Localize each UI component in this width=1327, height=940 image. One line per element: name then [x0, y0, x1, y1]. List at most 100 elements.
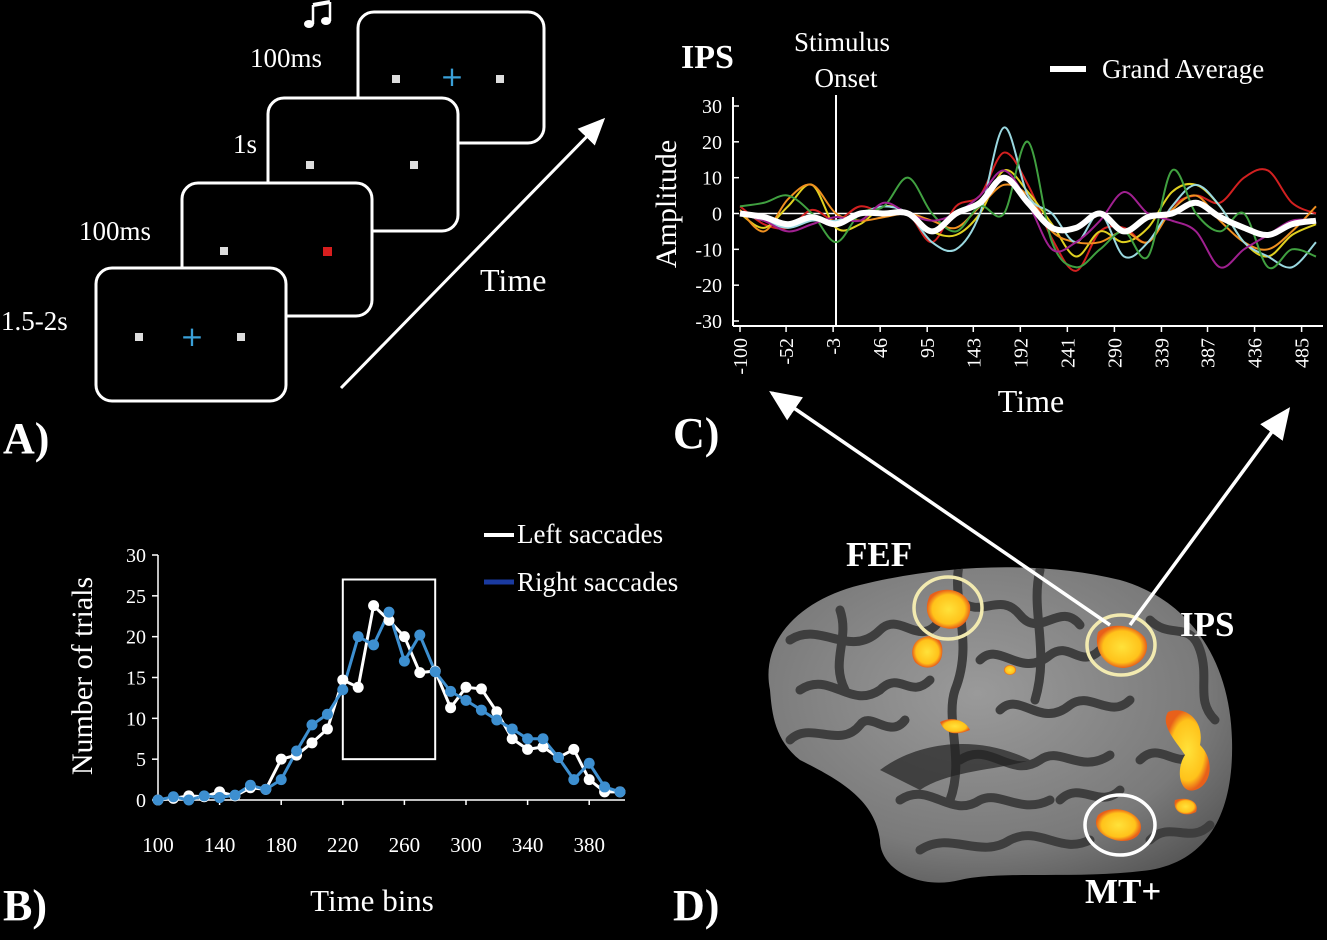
b-point-left: [460, 681, 472, 693]
panel-label-a: A): [3, 414, 49, 463]
b-point-right: [183, 794, 195, 806]
b-series-line-left: [157, 602, 620, 802]
duration-label-3: 1s: [233, 129, 257, 159]
c-onset-label-1: Stimulus: [794, 27, 890, 57]
b-point-right: [214, 792, 226, 804]
b-point-right: [552, 752, 564, 764]
b-point-right: [152, 794, 164, 806]
c-x-tick-label: 46: [870, 338, 892, 358]
c-subject-trace-5: [739, 140, 1317, 270]
c-y-tick-label: -10: [695, 239, 722, 261]
b-point-left: [368, 600, 380, 612]
screen1-left-dot: [135, 333, 143, 341]
small-activation-1: [940, 719, 970, 734]
c-x-tick-label: -3: [823, 338, 845, 355]
b-x-tick-label: 180: [265, 833, 297, 857]
c-onset-label-2: Onset: [815, 63, 878, 93]
b-y-tick-label: 0: [136, 790, 146, 812]
panel-a: + + 1.5-2s 100ms 1s 100ms: [1, 0, 606, 463]
panel-label-d: D): [673, 881, 719, 930]
region-label-fef: FEF: [846, 535, 912, 574]
b-point-left: [475, 683, 487, 695]
b-y-tick-label: 25: [126, 586, 146, 608]
b-legend-right: Right saccades: [517, 567, 678, 597]
b-point-left: [306, 737, 318, 749]
time-arrow: [339, 117, 606, 390]
b-x-tick-label: 380: [573, 833, 605, 857]
b-y-tick-label: 5: [136, 749, 146, 771]
screen4-left-dot: [392, 75, 400, 83]
b-point-right: [460, 694, 472, 706]
c-x-tick-label: 192: [1010, 338, 1032, 368]
c-axes: [732, 97, 1323, 327]
b-point-right: [306, 719, 318, 731]
b-point-right: [337, 684, 349, 696]
b-x-tick-label: 300: [450, 833, 482, 857]
mt-circle: [1083, 793, 1157, 857]
b-point-right: [491, 714, 503, 726]
b-point-left: [537, 741, 549, 753]
b-point-left: [414, 667, 426, 679]
c-x-tick-label: -52: [776, 338, 798, 365]
b-point-left: [321, 723, 333, 735]
screen2-target-dot: [323, 247, 332, 256]
b-point-left: [337, 674, 349, 686]
c-x-tick-label: 290: [1104, 338, 1126, 368]
c-x-tick-label: 143: [963, 338, 985, 368]
screen-1: +: [94, 266, 288, 403]
c-y-tick-label: 0: [712, 204, 722, 226]
b-point-right: [506, 723, 518, 735]
c-x-tick-label: 241: [1057, 338, 1079, 368]
b-point-left: [445, 702, 457, 714]
b-series-line-right: [157, 608, 621, 802]
b-x-tick-label: 220: [327, 833, 359, 857]
mt-activation: [1095, 809, 1141, 842]
c-legend: Grand Average: [1050, 54, 1264, 84]
c-grand-average-trace: [739, 174, 1317, 239]
b-point-right: [321, 708, 333, 720]
time-label: Time: [480, 262, 546, 298]
b-point-right: [229, 789, 241, 801]
b-point-right: [291, 745, 303, 757]
region-label-ips: IPS: [1180, 605, 1234, 644]
c-title: IPS: [681, 39, 734, 76]
panel-c: IPS Stimulus Onset Grand Average 3020100…: [650, 27, 1323, 458]
b-point-right: [198, 790, 210, 802]
b-point-left: [275, 753, 287, 765]
b-x-tick-label: 340: [512, 833, 544, 857]
brain-surface: [768, 567, 1233, 883]
b-point-left: [522, 743, 534, 755]
activation-blobs: [912, 589, 1210, 842]
c-y-axis-label: Amplitude: [650, 140, 683, 268]
screen2-left-dot: [220, 247, 228, 255]
b-point-right: [568, 774, 580, 786]
c-x-tick-label: 339: [1151, 338, 1173, 368]
duration-label-1: 1.5-2s: [1, 306, 68, 336]
screen1-fixation-cross: +: [180, 320, 203, 353]
b-legend-left: Left saccades: [517, 519, 663, 549]
occipital-activation: [1165, 710, 1210, 791]
b-point-left: [383, 614, 395, 626]
c-x-tick-label: 436: [1245, 338, 1267, 368]
b-y-tick-label: 20: [126, 627, 146, 649]
b-x-tick-label: 260: [389, 833, 421, 857]
b-point-right: [275, 774, 287, 786]
screen3-right-dot: [410, 161, 418, 169]
c-legend-label: Grand Average: [1102, 54, 1264, 84]
panel-d: FEF IPS MT+ D): [673, 391, 1291, 930]
b-point-right: [167, 791, 179, 803]
b-point-right: [429, 666, 441, 678]
music-note-icon: [304, 0, 332, 28]
fef-circle: [912, 575, 984, 641]
c-x-tick-label: 95: [917, 338, 939, 358]
b-point-left: [583, 774, 595, 786]
b-point-right: [244, 779, 256, 791]
b-point-left: [398, 631, 410, 643]
b-point-right: [398, 655, 410, 667]
region-label-mt: MT+: [1085, 872, 1161, 911]
